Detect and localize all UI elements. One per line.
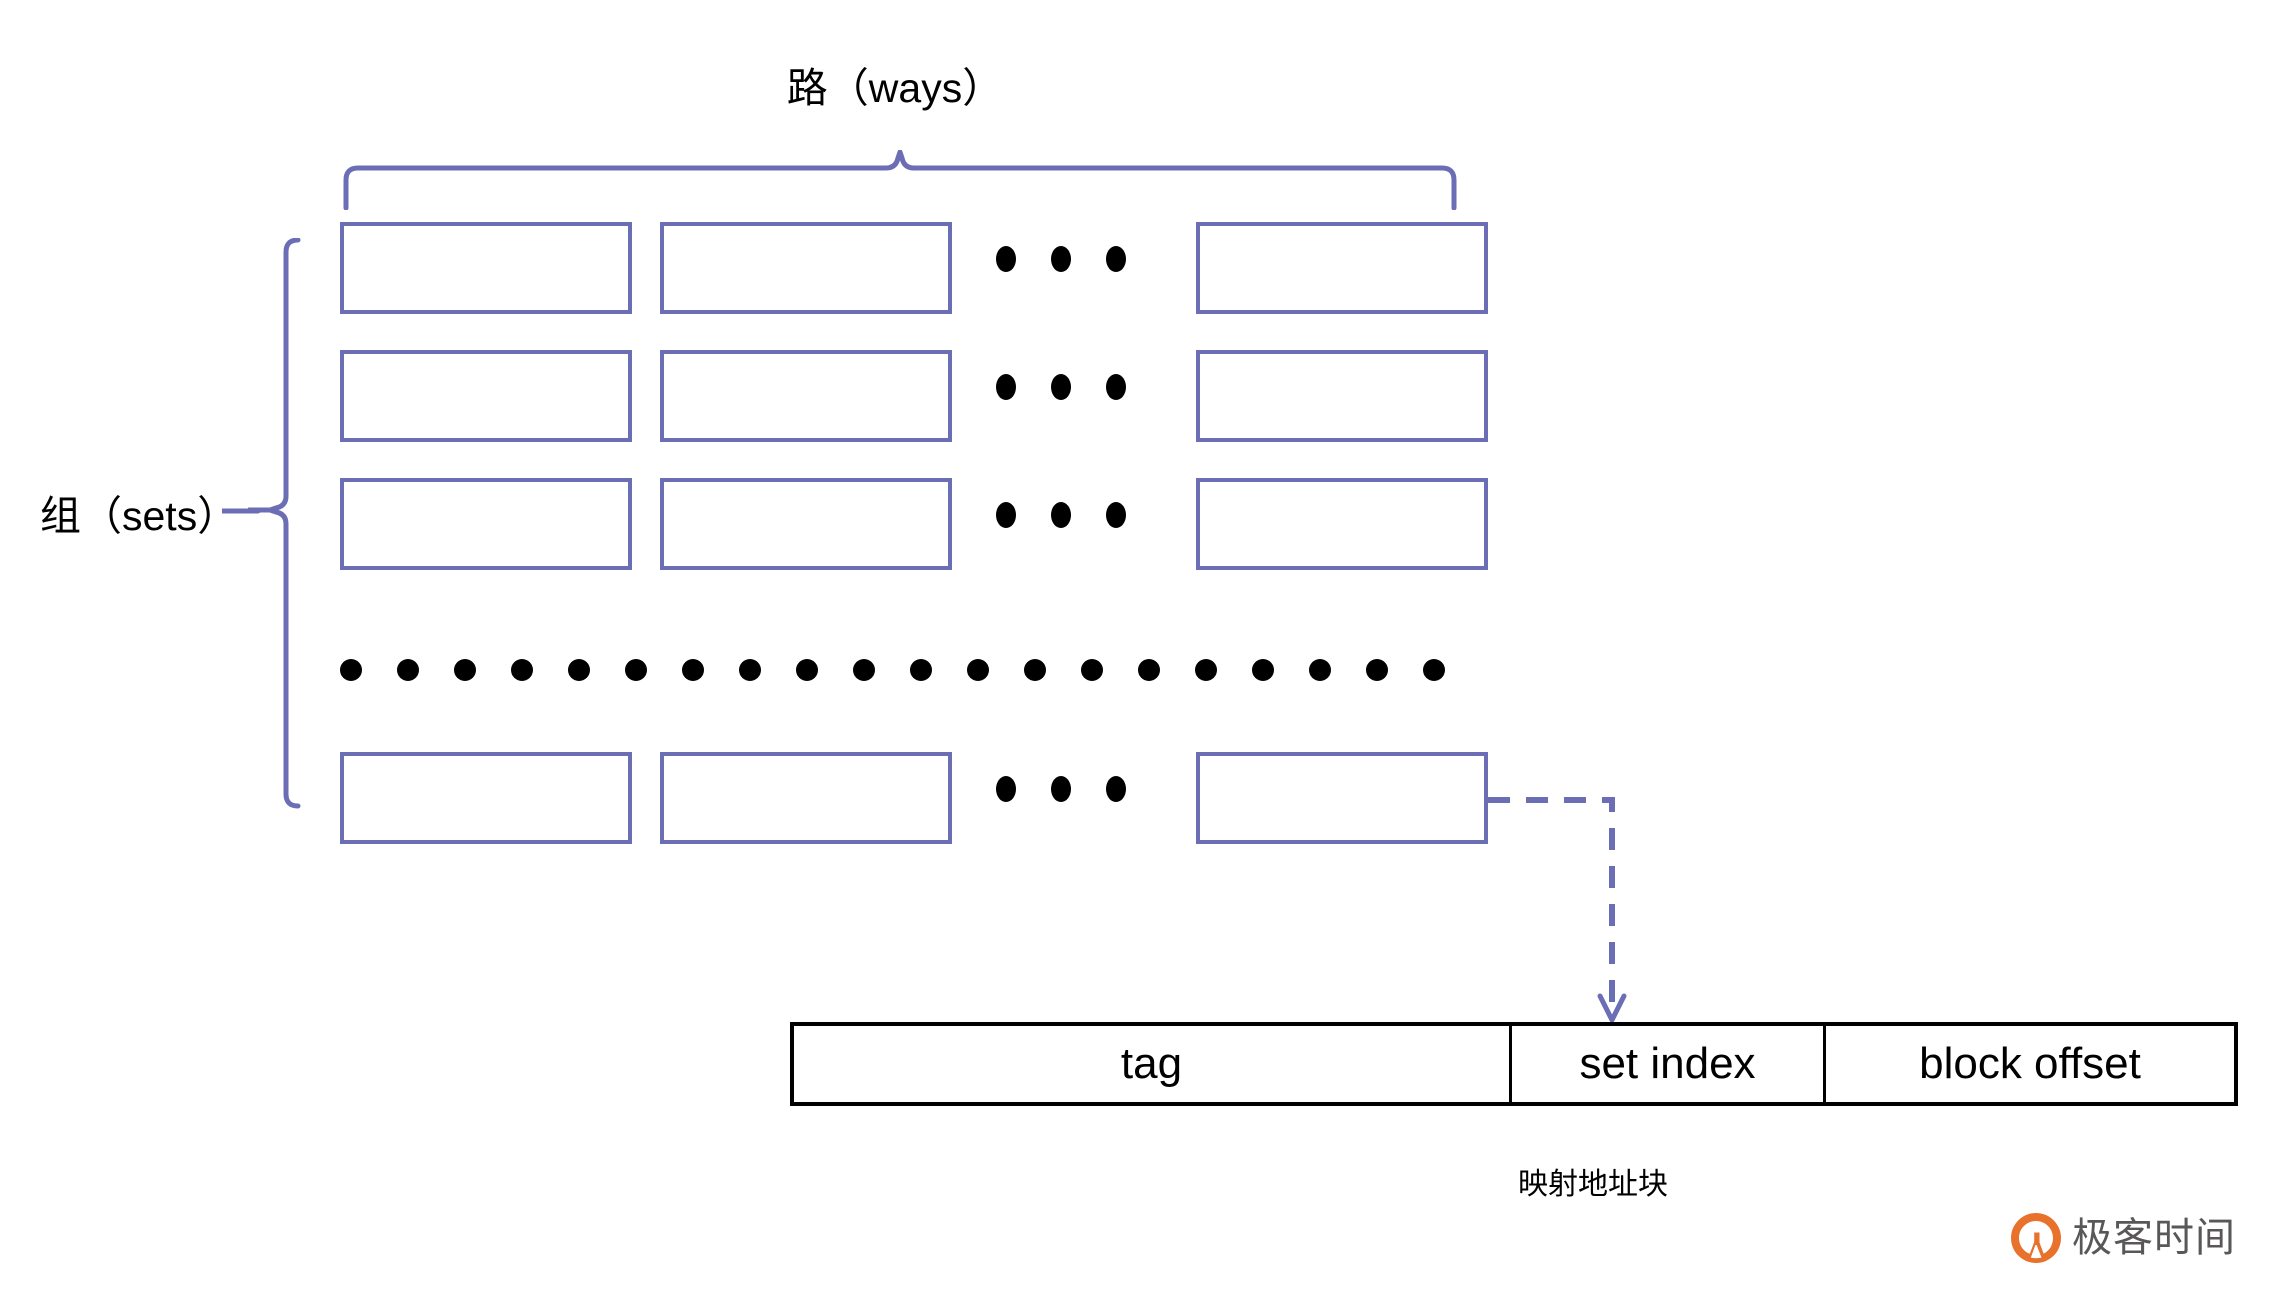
ellipsis-dot	[1195, 659, 1217, 681]
cache-cell[interactable]	[660, 478, 952, 570]
ellipsis-dot	[1106, 374, 1126, 400]
ellipsis-dot	[511, 659, 533, 681]
ellipsis-dot	[996, 246, 1016, 272]
ellipsis-dot	[1106, 246, 1126, 272]
ellipsis-dot	[340, 659, 362, 681]
ellipsis-dot	[996, 502, 1016, 528]
ellipsis-dot	[1252, 659, 1274, 681]
ellipsis-dot	[397, 659, 419, 681]
ellipsis-dot	[1309, 659, 1331, 681]
ellipsis-dot	[1051, 776, 1071, 802]
address-block: tag set index block offset	[790, 1022, 2238, 1106]
ellipsis-dot	[1138, 659, 1160, 681]
cache-cell[interactable]	[340, 222, 632, 314]
ellipsis-dot	[1051, 246, 1071, 272]
ellipsis-dot	[796, 659, 818, 681]
cache-cell[interactable]	[660, 350, 952, 442]
ellipsis-dot	[853, 659, 875, 681]
cache-cell[interactable]	[1196, 222, 1488, 314]
mapping-arrow	[1488, 797, 1627, 1023]
watermark-text: 极客时间	[2072, 1216, 2236, 1260]
ellipsis-dot	[1081, 659, 1103, 681]
cache-cell[interactable]	[660, 752, 952, 844]
ellipsis-dot	[1051, 374, 1071, 400]
ellipsis-dot	[454, 659, 476, 681]
ellipsis-dot	[1024, 659, 1046, 681]
ellipsis-dot	[682, 659, 704, 681]
cache-cell[interactable]	[1196, 752, 1488, 844]
address-segment-block-offset[interactable]: block offset	[1919, 1039, 2141, 1088]
ellipsis-dot	[568, 659, 590, 681]
cache-cell[interactable]	[1196, 350, 1488, 442]
geektime-logo-icon	[2011, 1213, 2061, 1263]
sets-row-ellipsis	[340, 659, 1445, 681]
row-column-ellipsis	[996, 374, 1126, 400]
ellipsis-dot	[1106, 776, 1126, 802]
mapped-address-block-caption: 映射地址块	[1518, 1168, 1668, 1201]
cache-cell[interactable]	[660, 222, 952, 314]
ellipsis-dot	[1423, 659, 1445, 681]
ellipsis-dot	[739, 659, 761, 681]
cache-cell[interactable]	[340, 478, 632, 570]
ways-brace	[343, 150, 1457, 210]
ellipsis-dot	[1106, 502, 1126, 528]
ellipsis-dot	[1366, 659, 1388, 681]
cache-cell[interactable]	[340, 350, 632, 442]
ellipsis-dot	[996, 776, 1016, 802]
ellipsis-dot	[625, 659, 647, 681]
row-column-ellipsis	[996, 502, 1126, 528]
ways-label: 路（ways）	[786, 65, 1004, 111]
ellipsis-dot	[996, 374, 1016, 400]
address-segment-set-index[interactable]: set index	[1512, 1026, 1826, 1102]
cache-cell[interactable]	[1196, 478, 1488, 570]
sets-label-connector	[222, 508, 261, 514]
row-column-ellipsis	[996, 776, 1126, 802]
address-segment-tag[interactable]: tag	[794, 1026, 1512, 1102]
row-column-ellipsis	[996, 246, 1126, 272]
cache-cell[interactable]	[340, 752, 632, 844]
sets-brace	[248, 238, 301, 809]
sets-label: 组（sets）	[40, 493, 239, 539]
ellipsis-dot	[1051, 502, 1071, 528]
ellipsis-dot	[967, 659, 989, 681]
ellipsis-dot	[910, 659, 932, 681]
watermark: 极客时间	[2010, 1212, 2236, 1264]
